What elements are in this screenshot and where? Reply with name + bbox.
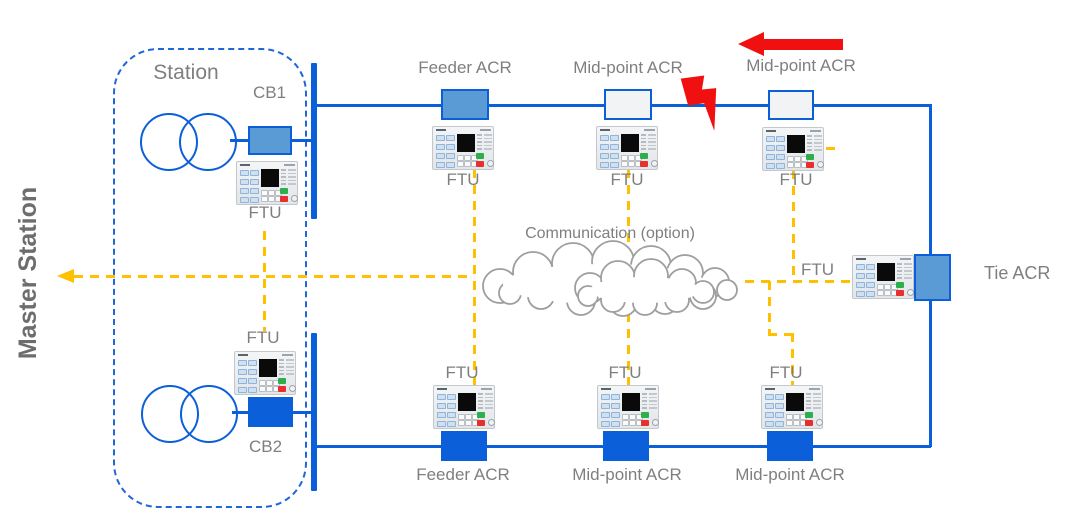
comm-arrowhead-to-master-icon: [57, 269, 74, 283]
station-label: Station: [153, 61, 219, 84]
midpoint-acr-bottom-1: [603, 431, 649, 461]
cb2-label: CB2: [249, 437, 283, 456]
cb2-breaker: [248, 397, 293, 427]
comm-line-to-master: [74, 275, 470, 278]
communication-cloud-icon: [482, 240, 738, 317]
cb1-label: CB1: [253, 83, 287, 102]
comm-line-branch-down: [768, 281, 771, 334]
ftu-label: FTU: [248, 203, 282, 222]
ftu-label: FTU: [610, 170, 644, 189]
ftu-device-image: [432, 126, 494, 170]
busbar-bottom: [311, 333, 317, 491]
ftu-label: FTU: [246, 328, 280, 347]
comm-line-midpoint2-bottom-ftu: [791, 333, 794, 386]
ftu-device-image: [236, 161, 298, 205]
fault-lightning-icon: [680, 75, 717, 131]
ftu-device-image: [852, 255, 914, 299]
comm-line-station-ftus: [263, 231, 266, 331]
midpoint-acr-top2-label: Mid-point ACR: [746, 56, 856, 75]
ftu-label: FTU: [801, 260, 835, 279]
tie-acr-label: Tie ACR: [984, 263, 1051, 283]
midpoint-acr-bottom1-label: Mid-point ACR: [572, 465, 682, 484]
feeder-acr-bottom: [441, 431, 487, 461]
comm-line-midpoint2-top-ftu: [792, 170, 795, 281]
ftu-label: FTU: [779, 170, 813, 189]
feeder-acr-top: [441, 89, 489, 120]
ftu-device-image: [234, 351, 296, 395]
ftu-label: FTU: [769, 363, 803, 382]
midpoint-acr-top-1: [604, 89, 652, 120]
communication-label: Communication (option): [525, 225, 695, 242]
ftu-device-image: [597, 385, 659, 429]
comm-line-branch-jog: [768, 333, 794, 336]
comm-line-feeder-ftus: [473, 169, 476, 385]
ftu-label: FTU: [608, 363, 642, 382]
ftu-label: FTU: [445, 363, 479, 382]
station-boundary: [113, 48, 307, 508]
comm-stub-midpoint2-ftu: [826, 147, 839, 150]
ftu-device-image: [433, 385, 495, 429]
midpoint-acr-top-2: [768, 90, 814, 120]
transformer-top-icon: [179, 113, 237, 171]
ftu-label: FTU: [446, 170, 480, 189]
master-station-label: Master Station: [14, 186, 42, 360]
ftu-device-image: [762, 127, 824, 171]
tie-acr: [914, 254, 951, 301]
ftu-device-image: [761, 385, 823, 429]
comm-line-to-tie-ftu: [745, 280, 853, 283]
feeder-acr-bottom-label: Feeder ACR: [416, 465, 510, 484]
fault-direction-arrowhead-icon: [738, 32, 764, 56]
midpoint-acr-top1-label: Mid-point ACR: [573, 58, 683, 77]
midpoint-acr-bottom-2: [767, 431, 813, 461]
ftu-device-image: [596, 126, 658, 170]
feeder-acr-top-label: Feeder ACR: [418, 58, 512, 77]
midpoint-acr-bottom2-label: Mid-point ACR: [735, 465, 845, 484]
cb1-breaker: [248, 126, 292, 155]
transformer-bottom-icon: [180, 385, 238, 443]
fault-direction-arrow-icon: [763, 39, 843, 50]
busbar-top: [311, 63, 317, 219]
